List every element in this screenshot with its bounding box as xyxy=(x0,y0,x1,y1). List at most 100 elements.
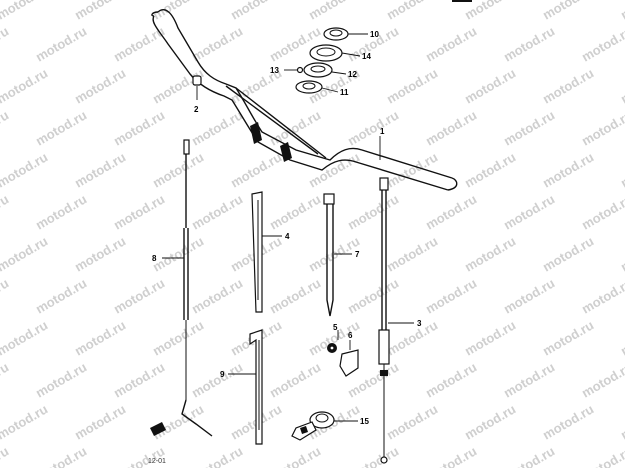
watermark-text: motod.ru xyxy=(384,317,440,358)
watermark-text: motod.ru xyxy=(423,191,479,232)
callout-1: 1 xyxy=(380,127,385,136)
watermark-text: motod.ru xyxy=(345,191,401,232)
watermark-text: motod.ru xyxy=(0,0,50,23)
cable-8 xyxy=(150,139,213,437)
watermark-text: motod.ru xyxy=(33,23,89,64)
leader-lines xyxy=(162,33,414,422)
watermark-text: motod.ru xyxy=(345,443,401,468)
cable-3 xyxy=(378,177,390,464)
watermark-text: motod.ru xyxy=(384,65,440,106)
watermark-text: motod.ru xyxy=(111,359,167,400)
callout-10: 10 xyxy=(370,30,379,39)
callout-14: 14 xyxy=(362,52,371,61)
watermark-text: motod.ru xyxy=(33,275,89,316)
watermark-text: motod.ru xyxy=(579,275,625,316)
watermark-text: motod.ru xyxy=(306,0,362,23)
corner-rule xyxy=(452,0,472,2)
watermark-text: motod.ru xyxy=(0,23,11,64)
watermark-text: motod.ru xyxy=(189,275,245,316)
callout-13: 13 xyxy=(270,66,279,75)
watermark-text: motod.ru xyxy=(618,149,625,190)
watermark-text: motod.ru xyxy=(423,443,479,468)
watermark-text: motod.ru xyxy=(111,23,167,64)
watermark-text: motod.ru xyxy=(150,401,206,442)
watermark-text: motod.ru xyxy=(579,359,625,400)
watermark-text: motod.ru xyxy=(501,23,557,64)
watermark-text: motod.ru xyxy=(189,23,245,64)
watermark-text: motod.ru xyxy=(618,0,625,23)
watermark-text: motod.ru xyxy=(150,233,206,274)
watermark-text: motod.ru xyxy=(72,401,128,442)
watermark-text: motod.ru xyxy=(423,107,479,148)
watermark-text: motod.ru xyxy=(111,275,167,316)
watermark-text: motod.ru xyxy=(345,275,401,316)
watermark-text: motod.ru xyxy=(501,359,557,400)
watermark-text: motod.ru xyxy=(189,443,245,468)
watermark-text: motod.ru xyxy=(111,191,167,232)
watermark-text: motod.ru xyxy=(345,107,401,148)
watermark-text: motod.ru xyxy=(0,149,50,190)
watermark-text: motod.ru xyxy=(579,191,625,232)
watermark-text: motod.ru xyxy=(423,23,479,64)
watermark-text: motod.ru xyxy=(72,65,128,106)
watermark-text: motod.ru xyxy=(462,317,518,358)
watermark-text: motod.ru xyxy=(33,359,89,400)
watermark-text: motod.ru xyxy=(0,233,50,274)
watermark-text: motod.ru xyxy=(579,443,625,468)
callout-6: 6 xyxy=(348,331,353,340)
watermark-text: motod.ru xyxy=(150,65,206,106)
callout-15: 15 xyxy=(360,417,369,426)
watermark-text: motod.ru xyxy=(462,401,518,442)
watermark-text: motod.ru xyxy=(0,107,11,148)
watermark-text: motod.ru xyxy=(540,233,596,274)
watermark-text: motod.ru xyxy=(462,233,518,274)
page-code: 12-01 xyxy=(148,458,166,465)
part-4-strap xyxy=(251,191,263,313)
callout-3: 3 xyxy=(417,319,422,328)
watermark-text: motod.ru xyxy=(540,401,596,442)
watermark-text: motod.ru xyxy=(462,65,518,106)
watermark-text: motod.ru xyxy=(384,401,440,442)
callout-5: 5 xyxy=(333,323,338,332)
callout-labels: 1 2 3 4 5 6 7 8 9 10 11 12 13 14 15 xyxy=(152,30,422,426)
callout-9: 9 xyxy=(220,370,225,379)
watermark-text: motod.ru xyxy=(384,233,440,274)
watermark-text: motod.ru xyxy=(423,275,479,316)
watermark-text: motod.ru xyxy=(501,107,557,148)
watermark-text: motod.ru xyxy=(150,317,206,358)
watermark-text: motod.ru xyxy=(618,317,625,358)
watermark-text: motod.ru xyxy=(501,275,557,316)
watermark-text: motod.ru xyxy=(0,359,11,400)
watermark-text: motod.ru xyxy=(540,317,596,358)
watermark-text: motod.ru xyxy=(540,65,596,106)
watermark-text: motod.ru xyxy=(540,0,596,23)
watermark-text: motod.ru xyxy=(462,0,518,23)
watermark-text: motod.ru xyxy=(72,317,128,358)
watermark-text: motod.ru xyxy=(384,0,440,23)
watermark-text: motod.ru xyxy=(267,443,323,468)
watermark-text: motod.ru xyxy=(0,191,11,232)
watermark-text: motod.ru xyxy=(72,0,128,23)
watermark-text: motod.ru xyxy=(501,443,557,468)
watermark-text: motod.ru xyxy=(228,149,284,190)
part-5-6-bolts xyxy=(327,343,359,377)
part-9-strap xyxy=(249,329,263,445)
watermark-text: motod.ru xyxy=(33,107,89,148)
watermark-text: motod.ru xyxy=(111,107,167,148)
callout-2: 2 xyxy=(194,105,199,114)
watermark-text: motod.ru xyxy=(72,149,128,190)
callout-7: 7 xyxy=(355,250,360,259)
watermark-text: motod.ru xyxy=(33,443,89,468)
watermark-text: motod.ru xyxy=(618,65,625,106)
watermark-text: motod.ru xyxy=(423,359,479,400)
watermark-text: motod.ru xyxy=(462,149,518,190)
callout-11: 11 xyxy=(340,88,349,97)
watermark-text: motod.ru xyxy=(228,0,284,23)
part-15-bracket xyxy=(291,411,335,441)
watermark-text: motod.ru xyxy=(579,23,625,64)
callout-4: 4 xyxy=(285,232,290,241)
watermark-text: motod.ru xyxy=(189,191,245,232)
watermark-text: motod.ru xyxy=(0,65,50,106)
